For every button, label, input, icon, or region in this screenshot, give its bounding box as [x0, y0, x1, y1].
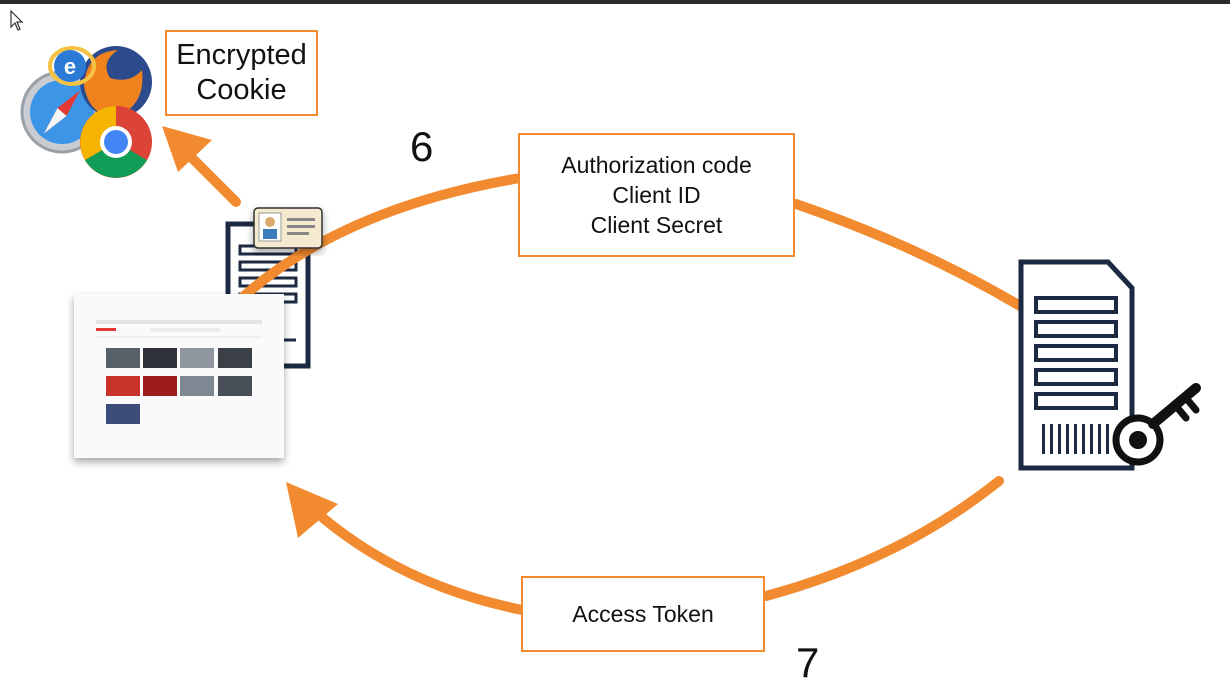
server-icon: [1018, 259, 1135, 471]
id-card-icon: [253, 207, 323, 249]
cookie-label-line-1: Encrypted: [176, 39, 307, 71]
access-token-label: Access Token: [521, 576, 765, 652]
firefox-icon: [80, 46, 152, 118]
top-bar: [0, 0, 1230, 4]
step-number-7: 7: [796, 639, 820, 686]
svg-text:e: e: [64, 54, 76, 79]
client-secret-text: Client Secret: [590, 212, 723, 238]
web-app-screenshot: [74, 294, 284, 458]
browser-icons: e: [20, 46, 152, 178]
key-icon: [1112, 383, 1201, 466]
mouse-pointer-icon: [10, 10, 24, 31]
cookie-label-line-2: Cookie: [196, 74, 287, 106]
chrome-icon: [80, 106, 152, 178]
arrow-step-7: [286, 476, 1004, 615]
internet-explorer-icon: e: [48, 46, 96, 86]
authorization-code-text: Authorization code: [561, 152, 752, 178]
car-thumbnail-grid: [106, 348, 252, 424]
authorization-request-label: Authorization code Client ID Client Secr…: [518, 133, 795, 257]
encrypted-cookie-label: Encrypted Cookie: [165, 30, 318, 116]
step-number-6: 6: [410, 123, 434, 170]
access-token-text: Access Token: [572, 600, 714, 627]
client-id-text: Client ID: [612, 182, 701, 208]
arrow-to-browser: [162, 126, 241, 207]
